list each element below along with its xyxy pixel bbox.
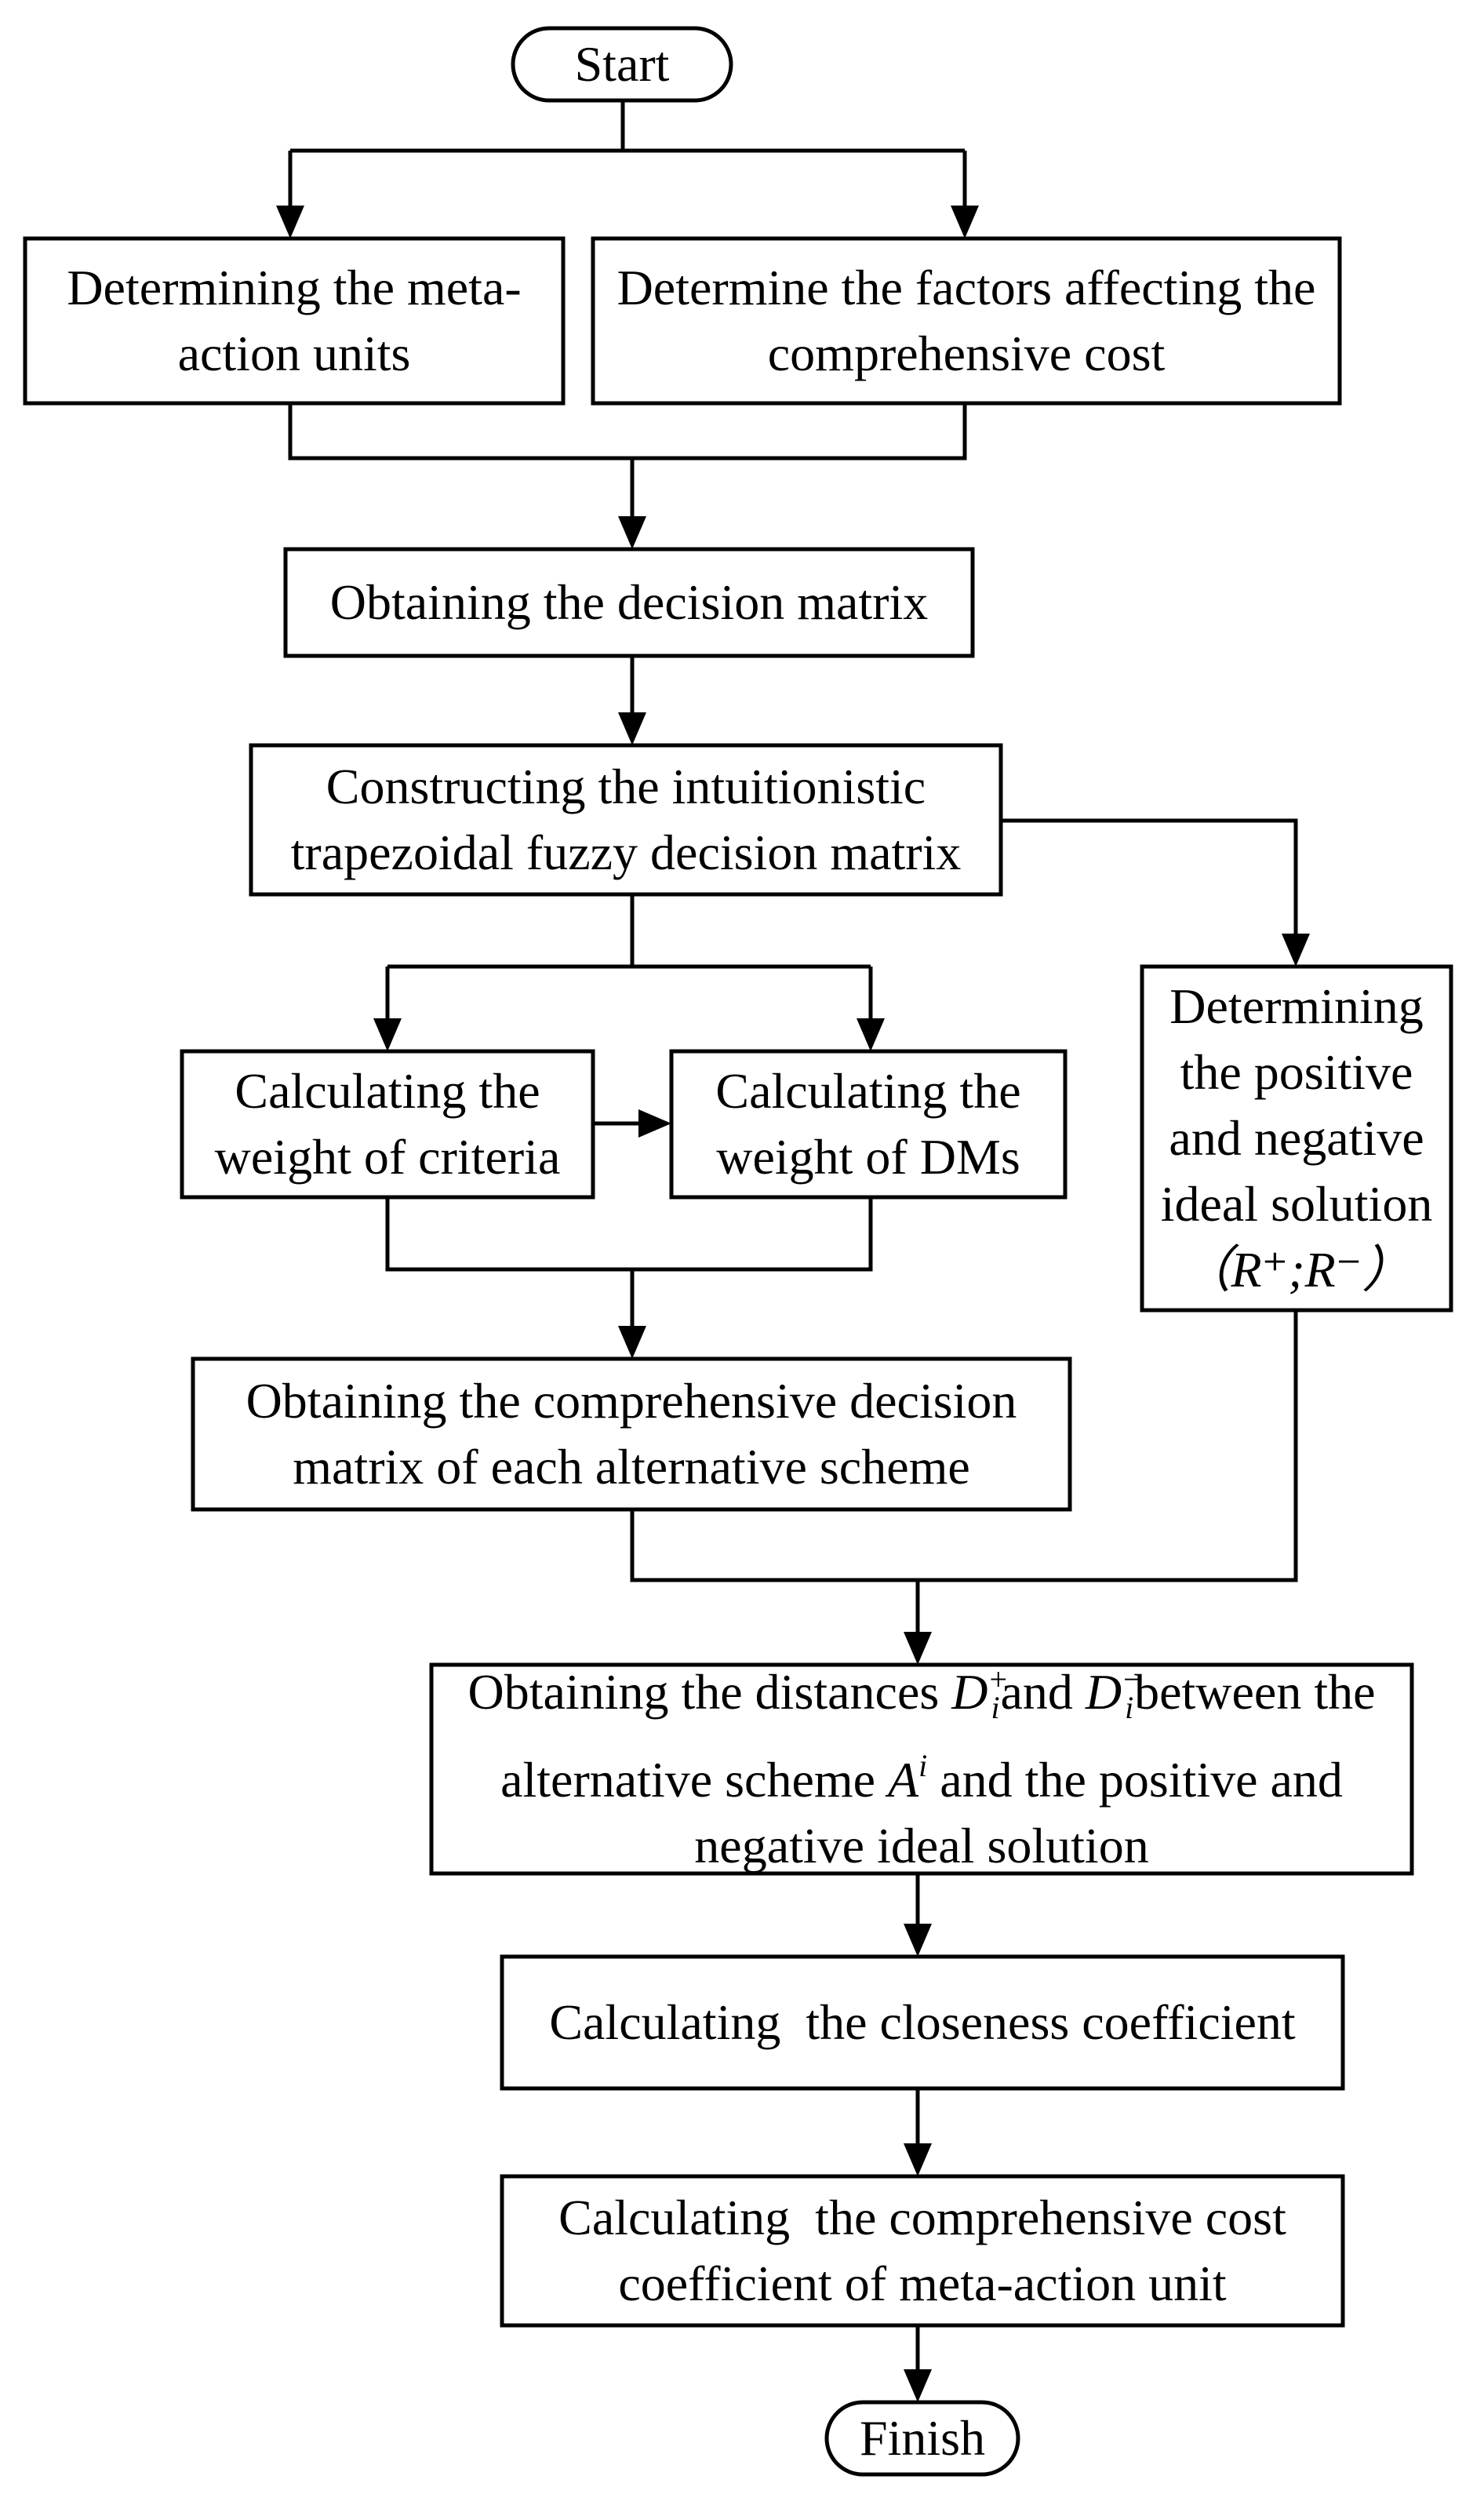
arrowhead-comprehensive-matrix bbox=[618, 1326, 646, 1359]
decision-matrix-label: Obtaining the decision matrix bbox=[329, 574, 929, 630]
d-minus-sup: − bbox=[1123, 1662, 1141, 1697]
arrowhead-closeness bbox=[904, 1924, 932, 1957]
arrowhead-meta-action bbox=[276, 206, 304, 238]
itf-matrix-box bbox=[249, 743, 1003, 897]
distances-box bbox=[429, 1662, 1414, 1876]
arrowhead-weight-dms bbox=[857, 1018, 885, 1051]
ideal-solution-label: Determining the positive and negative id… bbox=[1147, 967, 1446, 1310]
connector-meta-action-merge bbox=[288, 403, 967, 461]
weight-criteria-label: Calculating the weight of criteria bbox=[214, 1063, 561, 1185]
arrowhead-criteria-to-dms bbox=[638, 1109, 671, 1138]
closeness-label: Calculating the closeness coefficient bbox=[549, 1994, 1296, 2050]
meta-action-box bbox=[23, 236, 566, 406]
d-plus-sup: + bbox=[989, 1662, 1008, 1697]
weight-dms-box bbox=[669, 1049, 1068, 1200]
d-minus-symbol: D bbox=[1085, 1664, 1122, 1720]
finish-terminal bbox=[824, 2400, 1020, 2477]
arrowhead-ideal-solution bbox=[1282, 934, 1310, 967]
connector-weights-merge bbox=[385, 1197, 873, 1272]
distances-text: Obtaining the distances D+i and D−i betw… bbox=[447, 1659, 1396, 1879]
weight-criteria-box bbox=[180, 1049, 595, 1200]
arrowhead-factors bbox=[951, 206, 979, 238]
factors-box bbox=[591, 236, 1342, 406]
arrowheads bbox=[276, 206, 1310, 2402]
comprehensive-matrix-box bbox=[191, 1356, 1072, 1512]
a-sup: i bbox=[918, 1748, 928, 1783]
arrowhead-distances bbox=[904, 1632, 932, 1665]
connector-comprehensive-ideal-merge bbox=[630, 1310, 1298, 1582]
distances-part4: and the positive and negative ideal solu… bbox=[694, 1752, 1343, 1873]
decision-matrix-box bbox=[283, 547, 975, 658]
arrowhead-weight-criteria bbox=[373, 1018, 402, 1051]
d-plus-sub: i bbox=[991, 1690, 1000, 1725]
distances-part2: and bbox=[988, 1664, 1086, 1720]
comprehensive-matrix-label: Obtaining the comprehensive decision mat… bbox=[246, 1373, 1017, 1495]
finish-label: Finish bbox=[859, 2410, 986, 2466]
distances-part3: between the alternative scheme bbox=[500, 1664, 1376, 1808]
distances-part1: Obtaining the distances bbox=[467, 1664, 952, 1720]
arrowhead-itf-matrix bbox=[618, 712, 646, 745]
itf-matrix-label: Constructing the intuitionistic trapezoi… bbox=[290, 759, 962, 880]
factors-label: Determine the factors affecting the comp… bbox=[617, 260, 1316, 381]
arrowhead-decision-matrix bbox=[618, 516, 646, 549]
connectors bbox=[288, 100, 1298, 2372]
ideal-solution-box bbox=[1140, 964, 1453, 1313]
d-plus-symbol: D bbox=[951, 1664, 988, 1720]
closeness-box bbox=[500, 1954, 1345, 2091]
ideal-solution-text: Determining the positive and negative id… bbox=[1160, 978, 1433, 1232]
cost-coefficient-box bbox=[500, 2174, 1345, 2328]
distances-label: Obtaining the distances D+i and D−i betw… bbox=[447, 1664, 1396, 1874]
weight-dms-label: Calculating the weight of DMs bbox=[715, 1063, 1021, 1185]
meta-action-label: Determining the meta-action units bbox=[67, 260, 522, 381]
connector-itf-to-ideal bbox=[1001, 818, 1298, 937]
start-label: Start bbox=[574, 36, 670, 92]
ideal-solution-formula: （R⁺;R⁻） bbox=[1180, 1242, 1413, 1298]
arrowhead-finish bbox=[904, 2369, 932, 2402]
a-symbol: A bbox=[888, 1752, 919, 1808]
d-minus-sub: i bbox=[1125, 1690, 1134, 1725]
cost-coefficient-label: Calculating the comprehensive cost coeff… bbox=[558, 2190, 1299, 2311]
arrowhead-cost-coefficient bbox=[904, 2143, 932, 2176]
